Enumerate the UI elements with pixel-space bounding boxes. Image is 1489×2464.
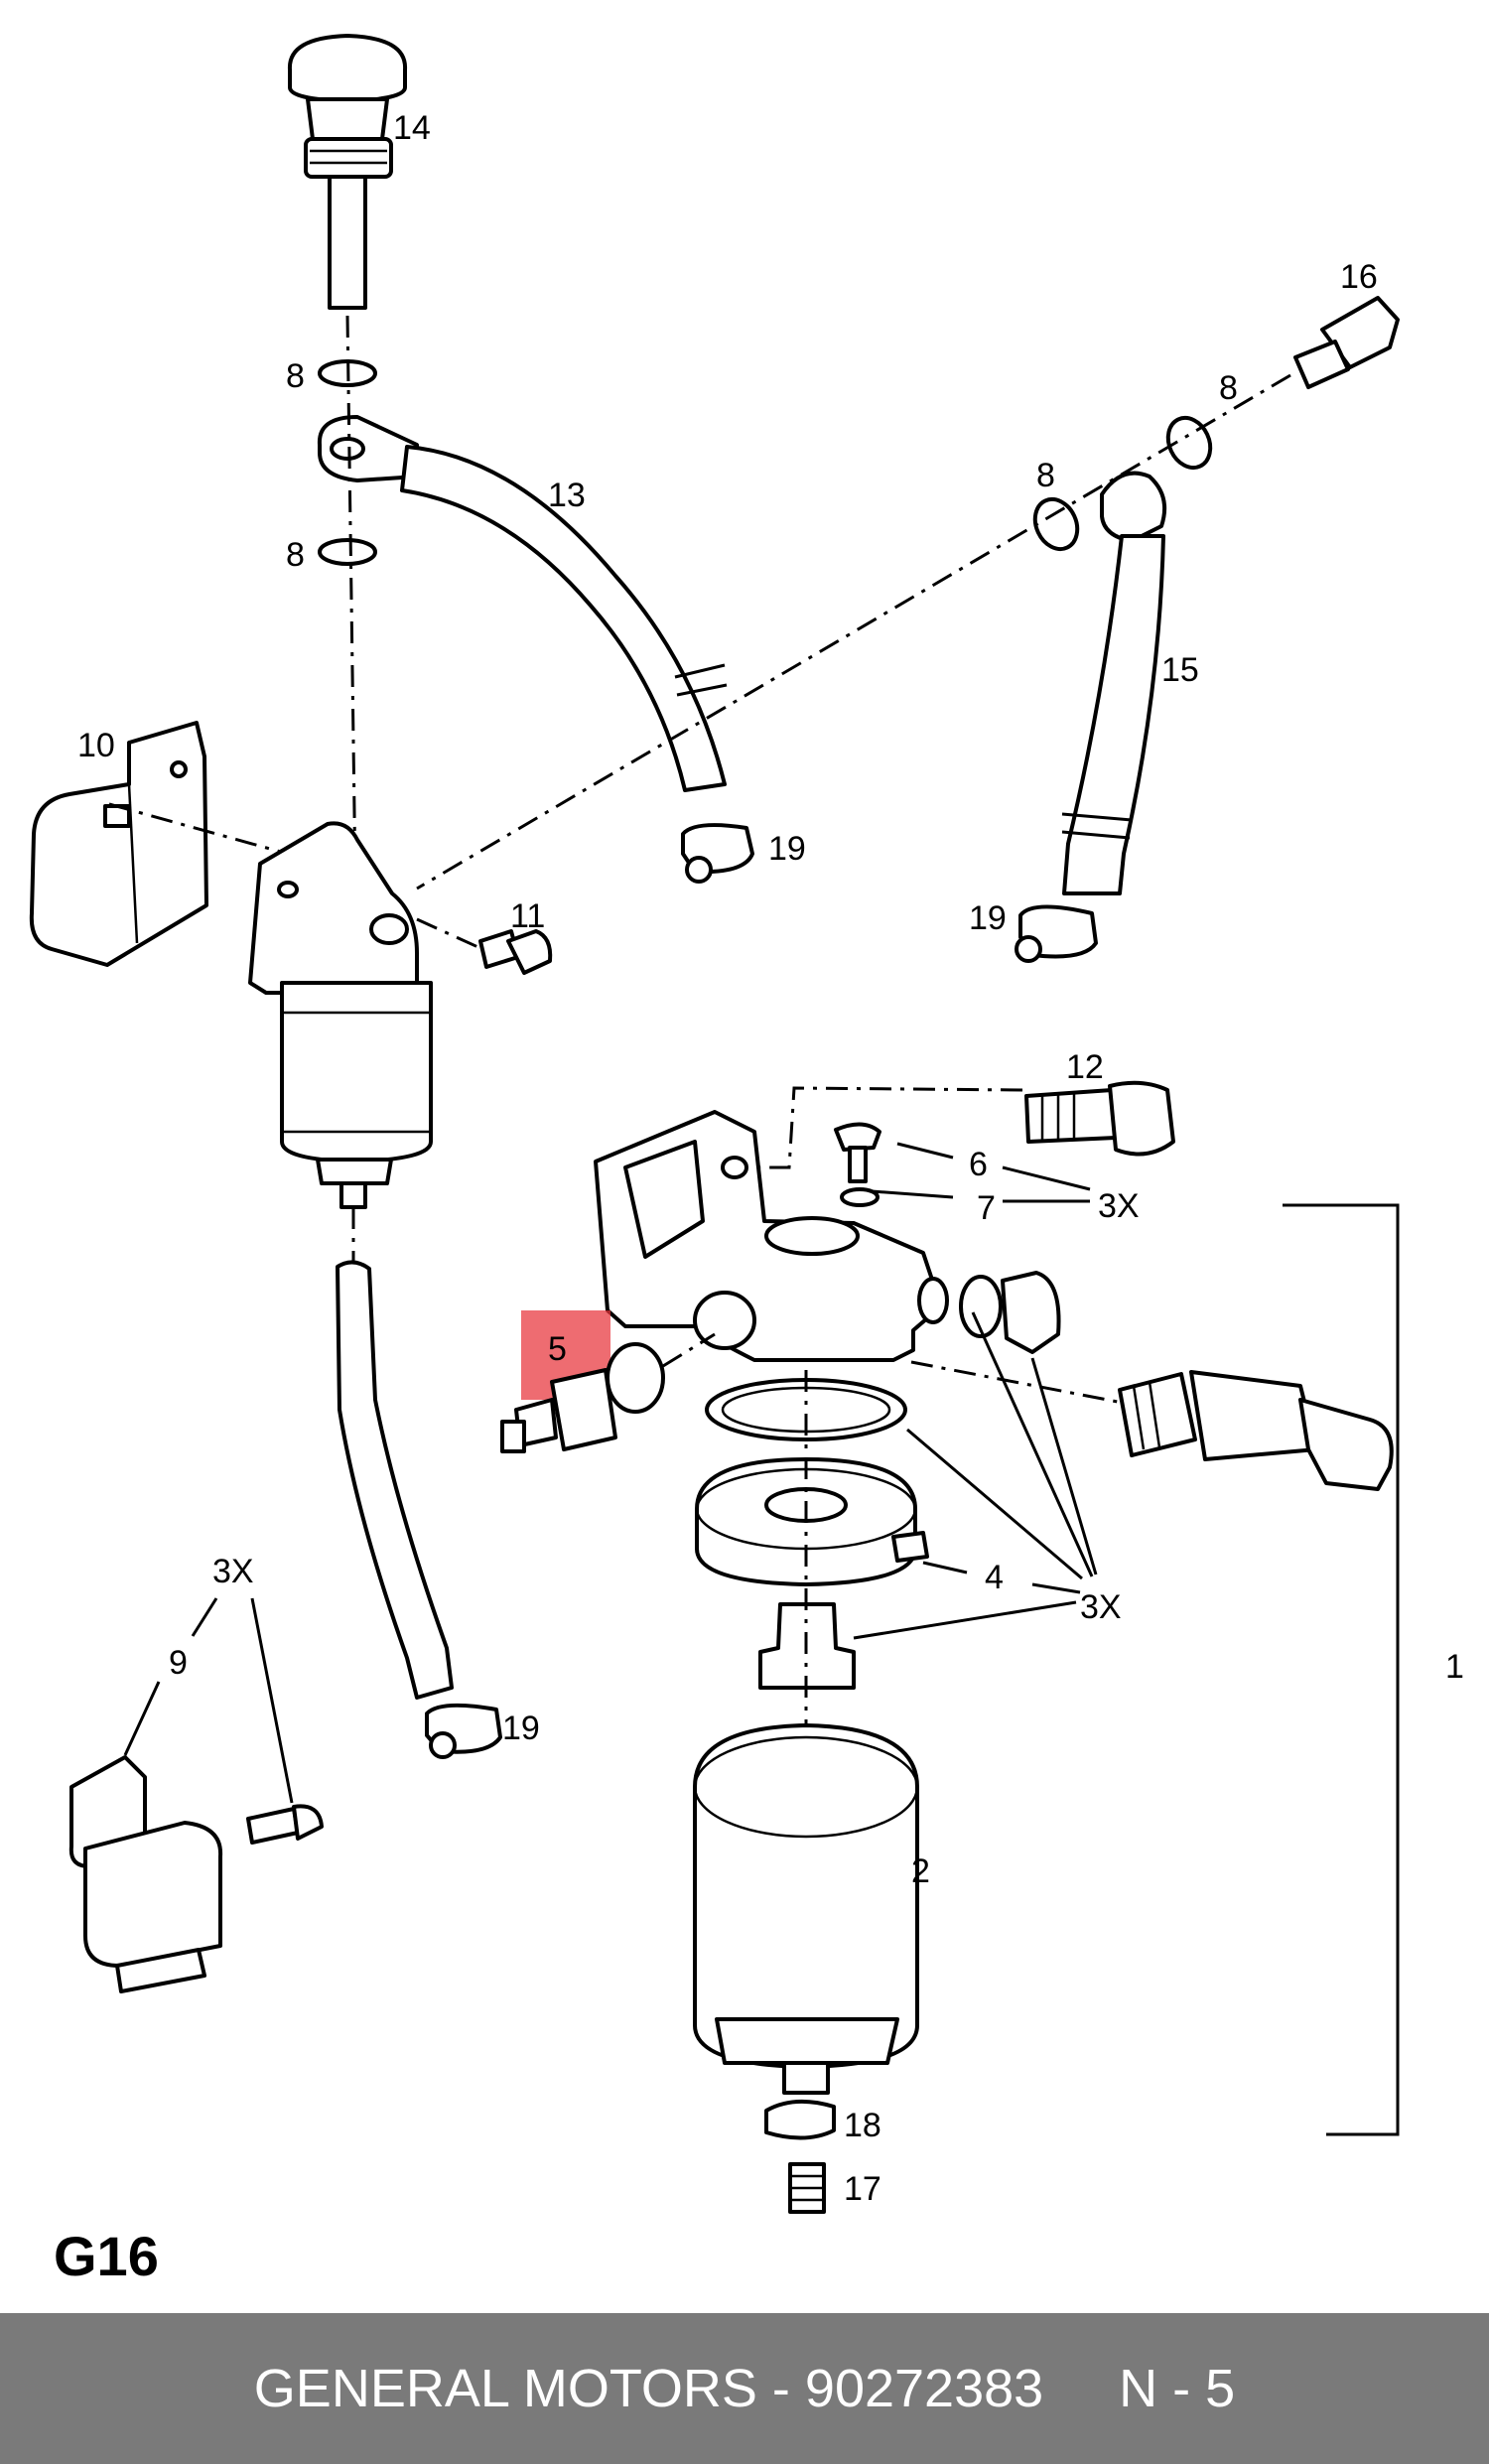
callout-8: 8 [286,536,305,574]
part-7-washer [840,1187,880,1207]
leader-lines [123,1142,1400,2136]
filter-head-lower [594,1110,949,1362]
callout-12: 12 [1066,1048,1104,1086]
footer-brand: GENERAL MOTORS [253,2359,757,2418]
callout-10: 10 [77,727,115,764]
part-13-fuel-hose [317,415,728,792]
part-18-clip [764,2099,836,2140]
callout-8: 8 [1219,369,1238,407]
callout-3x: 3X [1080,1588,1122,1626]
callout-19: 19 [768,830,806,868]
lower-fuel-hose [336,1207,454,1700]
callout-6: 6 [969,1146,988,1183]
callout-19: 19 [502,1710,540,1747]
callout-3x: 3X [1098,1187,1140,1225]
drain-plug-with-washer [959,1271,1061,1354]
callout-13: 13 [548,477,586,514]
part-8-washer-b [318,538,377,566]
part-9-screw [246,1804,324,1845]
diagram-code: G16 [54,2225,159,2287]
part-8-washer-d [1032,496,1080,552]
callout-18: 18 [844,2107,881,2144]
callout-labels: 14 8 8 13 16 8 8 15 10 11 19 19 12 6 3X … [77,109,1464,2208]
callout-4: 4 [985,1559,1004,1596]
part-15-fuel-hose [1061,471,1166,895]
part-19-hose-clip-b [1015,904,1098,963]
part-5-temp-sender [500,1342,665,1453]
part-6-screw [834,1122,881,1183]
part-8-washer-c [1165,415,1213,471]
callout-11: 11 [510,897,545,935]
part-19-hose-clip-a [681,823,754,884]
part-19-hose-clip-c [425,1703,502,1759]
callout-7: 7 [977,1189,996,1227]
callout-15: 15 [1161,651,1199,689]
part-16-banjo-bolt [1293,296,1400,389]
callout-1: 1 [1445,1648,1464,1686]
filter-head-upper [248,821,433,1209]
callout-9: 9 [169,1644,188,1682]
part-14-cap-dipstick [287,34,408,310]
part-9-relay [68,1755,223,1993]
part-17-spring [788,2162,826,2214]
pressure-sensor [1118,1370,1394,1491]
footer-separator: - [771,2359,790,2418]
exploded-parts-diagram: 14 8 8 13 16 8 8 15 10 11 19 19 12 6 3X … [29,34,1464,2214]
callout-19: 19 [969,899,1007,937]
callout-14: 14 [393,109,431,147]
callout-8: 8 [1036,457,1055,494]
part-12-bolt [1024,1080,1175,1157]
footer-part-number: 90272383 [804,2359,1044,2418]
callout-5: 5 [548,1330,567,1368]
part-11-bolt [478,929,553,975]
part-2-filter-element [693,1723,919,2095]
footer-page-ref: N - 5 [1119,2359,1236,2418]
callout-16: 16 [1340,258,1378,296]
callout-17: 17 [844,2170,881,2208]
footer-bar: GENERAL MOTORS - 90272383 N - 5 [0,2313,1489,2464]
callout-3x: 3X [212,1553,254,1590]
callout-8: 8 [286,357,305,395]
callout-2: 2 [911,1852,930,1890]
part-10-bracket [29,721,208,967]
part-4-heater [695,1457,929,1586]
